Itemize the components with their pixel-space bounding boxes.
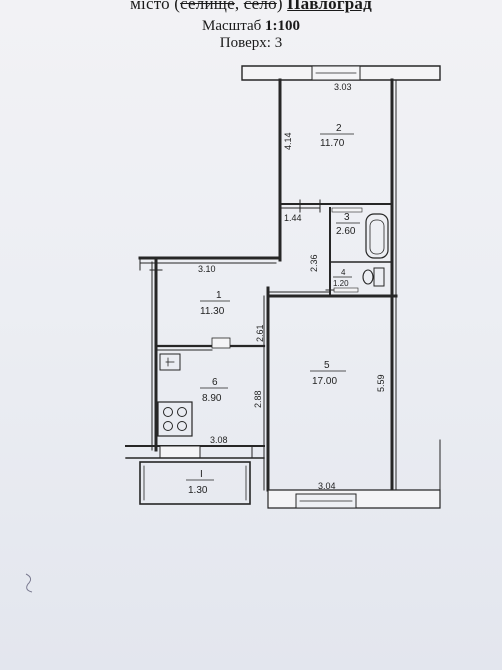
scale-line: Масштаб 1:100	[0, 18, 502, 35]
room-3-label: 3 2.60	[336, 212, 360, 237]
dim-room2-depth: 4.14	[283, 132, 293, 150]
room-1-area: 11.30	[200, 306, 225, 317]
scale-value: 1:100	[264, 18, 300, 34]
room-4-label: 4 1.20	[333, 268, 352, 288]
balcony-label: I 1.30	[186, 469, 214, 496]
room-1-number: 1	[216, 290, 222, 301]
room-6-area: 8.90	[202, 393, 222, 404]
room-5-area: 17.00	[312, 376, 337, 387]
dim-hall-depth: 2.61	[255, 324, 265, 342]
room-4-number: 4	[341, 268, 346, 277]
room-2-label: 2 11.70	[320, 123, 354, 149]
dim-bath-depth: 2.36	[309, 254, 319, 272]
city-name: Павлоград	[287, 0, 372, 13]
struck-village: село	[243, 0, 277, 13]
room-5-number: 5	[324, 360, 330, 371]
sink-icon	[159, 353, 181, 371]
room-5-label: 5 17.00	[310, 360, 346, 387]
room-4-area: 1.20	[333, 279, 349, 288]
room-3-area: 2.60	[336, 226, 356, 237]
balcony-area: 1.30	[188, 485, 208, 496]
floor-label: Поверх: 3	[219, 35, 283, 51]
room-2-number: 2	[336, 123, 342, 134]
struck-settlement: селище	[180, 0, 235, 13]
bathtub-icon	[365, 213, 389, 259]
city-prefix: місто (	[130, 0, 181, 13]
toilet-icon	[362, 269, 374, 285]
balcony-outline	[139, 461, 251, 505]
room-3-number: 3	[344, 212, 350, 223]
dim-hall-width: 3.10	[198, 264, 216, 274]
room-1-label: 1 11.30	[200, 290, 230, 317]
city-line: місто (селище, село) Павлоград	[0, 0, 502, 14]
scale-label: Масштаб	[202, 18, 265, 34]
room-6-label: 6 8.90	[200, 377, 228, 404]
pen-mark	[25, 573, 33, 593]
dim-kitchen-width: 3.08	[210, 435, 228, 445]
dim-corridor-width: 1.44	[284, 213, 302, 223]
room-2-area: 11.70	[320, 138, 345, 149]
stove-icon	[157, 401, 193, 437]
dim-top-width: 3.03	[334, 82, 352, 92]
city-suffix: )	[276, 0, 288, 13]
window-kitchen	[159, 445, 201, 459]
dim-kitchen-depth: 2.88	[253, 390, 263, 408]
city-separator: ,	[234, 0, 244, 13]
room-6-number: 6	[212, 377, 218, 388]
dim-bottom-width: 3.04	[318, 481, 336, 491]
dim-room5-depth: 5.59	[376, 374, 386, 392]
balcony-number: I	[200, 469, 203, 480]
